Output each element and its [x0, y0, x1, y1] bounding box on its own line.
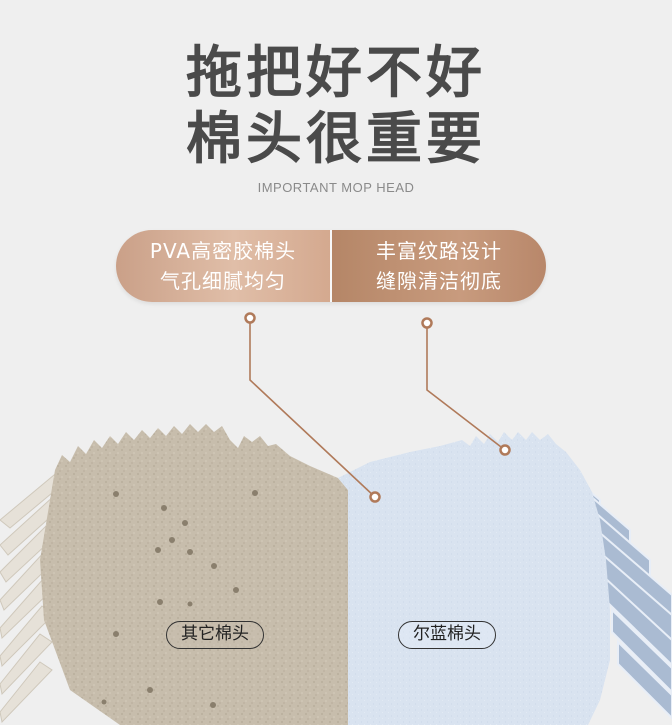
feature-right-line-1: 丰富纹路设计	[376, 239, 502, 263]
other-sponge-holes	[101, 490, 258, 708]
erlan-mop-label: 尔蓝棉头	[398, 621, 496, 649]
pill-divider	[330, 230, 332, 302]
feature-left: PVA高密胶棉头 气孔细腻均匀	[116, 230, 330, 302]
headline-line-1: 拖把好不好	[186, 41, 486, 106]
feature-pill: PVA高密胶棉头 气孔细腻均匀 丰富纹路设计 缝隙清洁彻底	[116, 230, 546, 302]
pointer-dots	[244, 312, 511, 503]
subtitle: IMPORTANT MOP HEAD	[257, 180, 415, 195]
pointer-lines	[249, 320, 506, 498]
feature-left-line-2: 气孔细腻均匀	[160, 269, 286, 293]
headline-line-2: 棉头很重要	[186, 107, 486, 172]
feature-left-line-1: PVA高密胶棉头	[149, 239, 297, 263]
feature-right: 丰富纹路设计 缝隙清洁彻底	[332, 230, 546, 302]
other-sponge	[40, 424, 348, 725]
other-mop-label: 其它棉头	[166, 621, 264, 649]
erlan-sponge	[338, 432, 610, 725]
feature-right-line-2: 缝隙清洁彻底	[376, 269, 502, 293]
